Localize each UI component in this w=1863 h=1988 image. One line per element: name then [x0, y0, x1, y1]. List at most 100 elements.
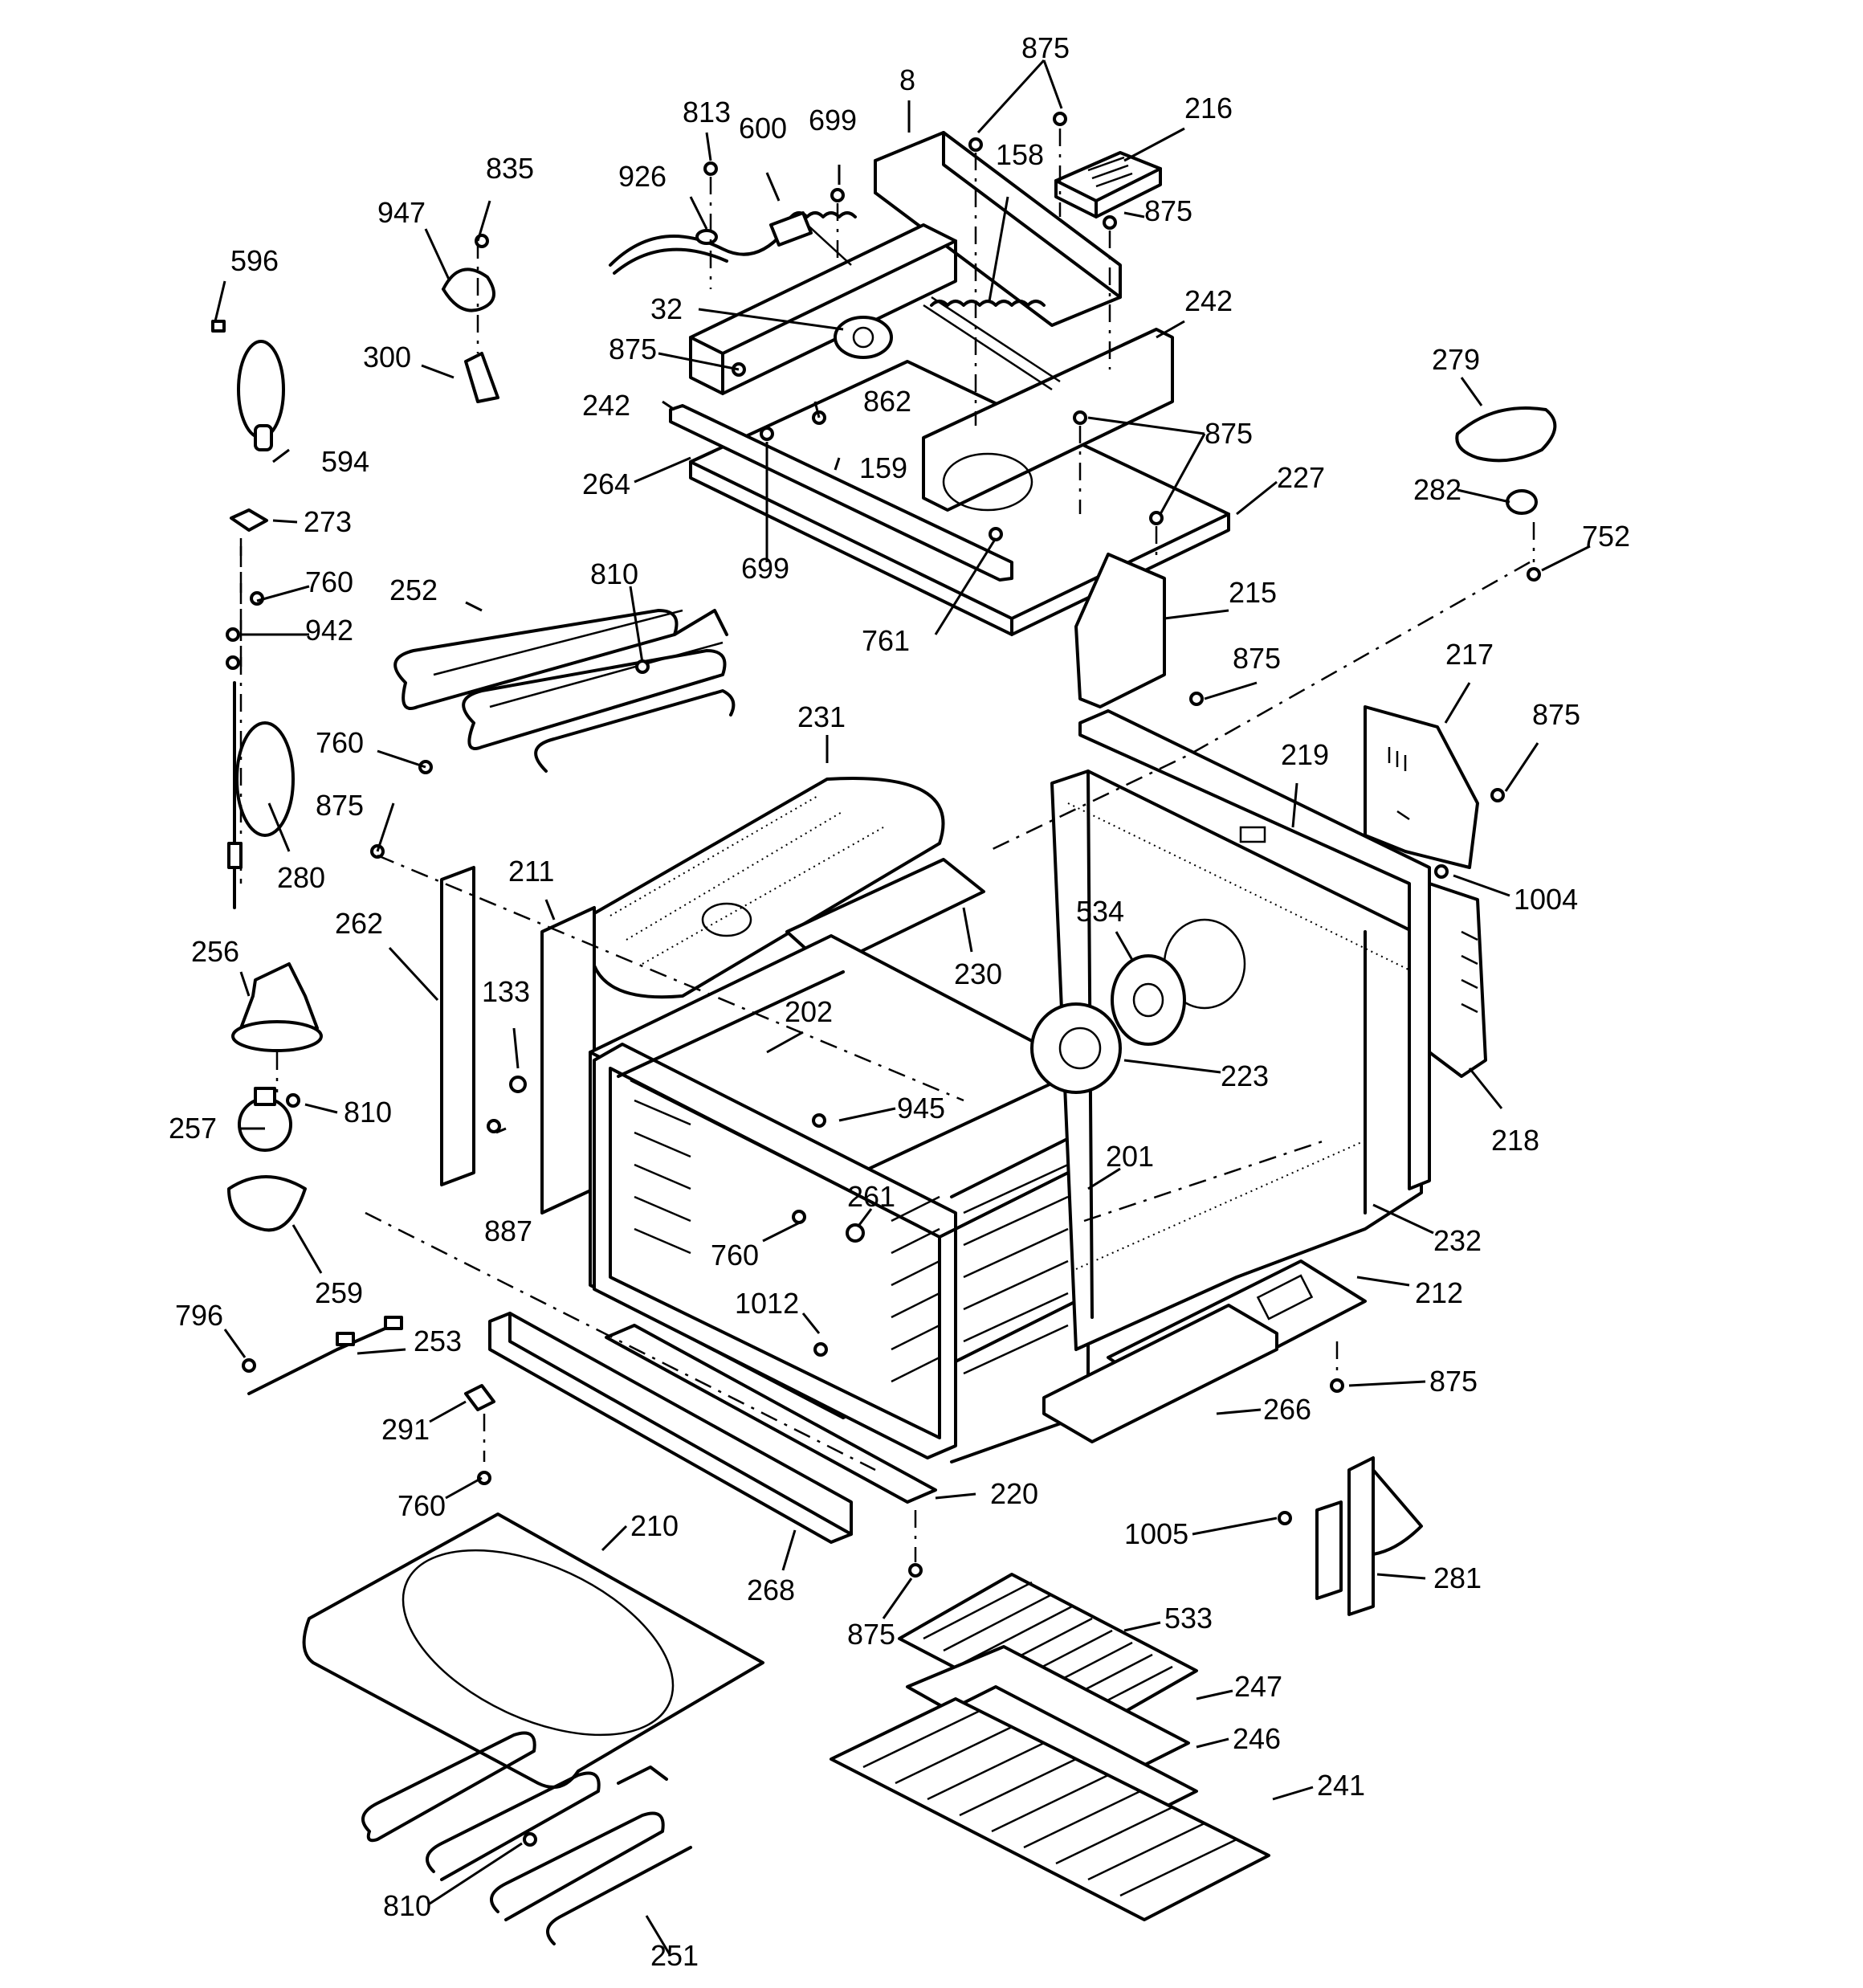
leader-lines: [214, 59, 1591, 1957]
control-cover-216: [1054, 151, 1162, 218]
callout-875: 875: [1233, 642, 1281, 675]
callout-945: 945: [897, 1092, 945, 1125]
top-chassis-227: [669, 223, 1230, 636]
oven-light-256: [227, 962, 323, 1232]
callout-231: 231: [797, 700, 846, 733]
callout-252: 252: [389, 574, 438, 606]
callout-875: 875: [1532, 698, 1580, 731]
callout-257: 257: [169, 1112, 217, 1145]
clamp-947: [442, 241, 499, 403]
control-box-217: [1364, 705, 1479, 869]
callout-215: 215: [1229, 576, 1277, 609]
screws: [226, 112, 1541, 1847]
callout-810: 810: [383, 1889, 431, 1922]
callout-875: 875: [316, 789, 364, 822]
callout-300: 300: [363, 341, 411, 374]
callout-242: 242: [582, 389, 630, 422]
callout-926: 926: [618, 160, 667, 193]
door-hinge-281: [1315, 1456, 1423, 1616]
callout-247: 247: [1234, 1670, 1282, 1703]
back-panel-219: [1078, 709, 1431, 1190]
callout-887: 887: [484, 1214, 532, 1247]
callout-32: 32: [650, 292, 683, 325]
callout-875: 875: [847, 1618, 895, 1651]
control-box-218: [1428, 882, 1487, 1078]
broil-element-252: [393, 609, 736, 773]
callout-810: 810: [590, 557, 638, 590]
callout-273: 273: [304, 505, 352, 538]
callout-760: 760: [316, 726, 364, 759]
callout-210: 210: [630, 1509, 679, 1542]
front-trim-268: [488, 1312, 853, 1544]
side-trim-262: [440, 866, 475, 1186]
callout-264: 264: [582, 467, 630, 500]
callout-230: 230: [954, 957, 1002, 990]
top-insulation-231: [589, 777, 945, 999]
callout-227: 227: [1277, 461, 1325, 494]
oven-rack-241: [830, 1697, 1270, 1921]
bracket-215: [1074, 553, 1166, 708]
callout-280: 280: [277, 861, 325, 894]
callout-291: 291: [381, 1413, 430, 1446]
callout-217: 217: [1445, 638, 1494, 671]
callout-760: 760: [305, 565, 353, 598]
bottom-panel-210: [302, 1512, 764, 1789]
callout-220: 220: [990, 1477, 1038, 1510]
wire-harness-600: [609, 211, 813, 275]
callout-281: 281: [1433, 1561, 1482, 1594]
callout-211: 211: [508, 855, 554, 888]
callout-259: 259: [315, 1276, 363, 1309]
callout-835: 835: [486, 152, 534, 185]
callout-261: 261: [847, 1180, 895, 1213]
callout-699: 699: [741, 552, 789, 585]
callout-796: 796: [175, 1299, 223, 1332]
callout-159: 159: [859, 451, 907, 484]
left-panel-211: [540, 906, 596, 1214]
clip-291: [464, 1384, 495, 1462]
callout-1004: 1004: [1514, 883, 1578, 916]
callout-947: 947: [377, 196, 426, 229]
callout-699: 699: [809, 104, 857, 137]
callout-752: 752: [1582, 520, 1630, 553]
rack-guides: [634, 1099, 1069, 1383]
callout-202: 202: [785, 995, 833, 1028]
callout-760: 760: [711, 1239, 759, 1272]
callout-942: 942: [305, 614, 353, 647]
callout-813: 813: [683, 96, 731, 129]
callout-810: 810: [344, 1096, 392, 1129]
callout-218: 218: [1491, 1124, 1539, 1157]
callout-875: 875: [609, 333, 657, 365]
callout-262: 262: [335, 907, 383, 940]
callout-534: 534: [1076, 895, 1124, 928]
callout-241: 241: [1317, 1769, 1365, 1802]
callout-251: 251: [650, 1939, 699, 1972]
callout-594: 594: [321, 445, 369, 478]
callout-596: 596: [230, 244, 279, 277]
callout-875: 875: [1205, 417, 1253, 450]
convection-fan-534: [1030, 954, 1186, 1094]
callout-256: 256: [191, 935, 239, 968]
callout-875: 875: [1021, 31, 1070, 64]
top-bracket-8: [874, 131, 1122, 327]
rear-wrap-232: [1050, 769, 1423, 1351]
callout-268: 268: [747, 1574, 795, 1606]
callout-875: 875: [1429, 1365, 1478, 1398]
callout-242: 242: [1184, 284, 1233, 317]
callout-201: 201: [1106, 1140, 1154, 1173]
callout-533: 533: [1164, 1602, 1213, 1635]
callout-216: 216: [1184, 92, 1233, 125]
callout-279: 279: [1432, 343, 1480, 376]
rotisserie-motor-32: [789, 211, 1061, 391]
callout-1012: 1012: [735, 1287, 799, 1320]
callout-760: 760: [397, 1489, 446, 1522]
callout-232: 232: [1433, 1224, 1482, 1257]
callout-219: 219: [1281, 738, 1329, 771]
knob-279: [1455, 406, 1557, 562]
callout-282: 282: [1413, 473, 1461, 506]
wire-253: [247, 1316, 403, 1395]
callout-212: 212: [1415, 1276, 1463, 1309]
callout-600: 600: [739, 112, 787, 145]
callout-158: 158: [996, 138, 1044, 171]
callout-246: 246: [1233, 1722, 1281, 1755]
